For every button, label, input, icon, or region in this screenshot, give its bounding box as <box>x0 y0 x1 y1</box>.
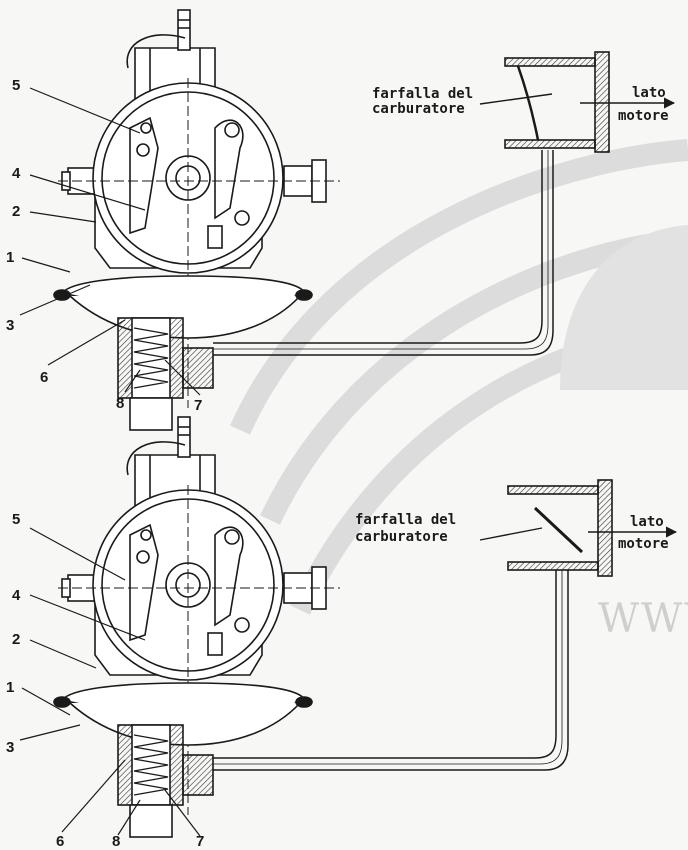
label-throttle-bottom-l2: carburatore <box>355 529 448 545</box>
part-5-bottom: 5 <box>12 511 20 528</box>
leaders-bottom <box>19 527 201 837</box>
part-4-bottom: 4 <box>12 587 21 604</box>
label-side-bottom-l1: lato <box>630 514 664 530</box>
label-throttle-bottom-l1: farfalla del <box>355 512 456 528</box>
part-1-bottom: 1 <box>6 679 14 696</box>
throttle-plate-top <box>516 65 540 141</box>
part-3-bottom: 3 <box>6 739 14 756</box>
part-3-top: 3 <box>6 317 14 334</box>
part-7-top: 7 <box>194 397 202 414</box>
label-throttle-top-l1: farfalla del <box>372 86 473 102</box>
vacuum-line-top <box>213 150 554 356</box>
part-4-top: 4 <box>12 165 21 182</box>
throttle-leader-top <box>479 93 553 105</box>
part-1-top: 1 <box>6 249 14 266</box>
distributor-top <box>53 9 341 431</box>
diagram-top: farfalla del carburatore lato motore 5 4… <box>6 9 676 431</box>
throttle-leader-bottom <box>479 527 543 541</box>
label-side-top-l2: motore <box>618 108 669 124</box>
diagram-bottom: farfalla del carburatore lato motore 5 4… <box>6 416 678 850</box>
watermark-text: WWW <box>598 596 688 642</box>
part-8-bottom: 8 <box>112 833 120 850</box>
vacuum-line-bottom <box>213 570 569 771</box>
part-2-bottom: 2 <box>12 631 20 648</box>
throttle-plate-bottom <box>533 506 584 554</box>
carburettor-bottom <box>507 479 613 577</box>
watermark-car <box>229 139 688 615</box>
carburettor-top <box>504 51 610 153</box>
label-side-bottom-l2: motore <box>618 536 669 552</box>
part-2-top: 2 <box>12 203 20 220</box>
part-6-bottom: 6 <box>56 833 64 850</box>
label-throttle-top-l2: carburatore <box>372 101 465 117</box>
part-7-bottom: 7 <box>196 833 204 850</box>
part-8-top: 8 <box>116 395 124 412</box>
part-6-top: 6 <box>40 369 48 386</box>
leaders-top <box>19 87 201 396</box>
label-side-top-l1: lato <box>632 85 666 101</box>
part-5-top: 5 <box>12 77 20 94</box>
